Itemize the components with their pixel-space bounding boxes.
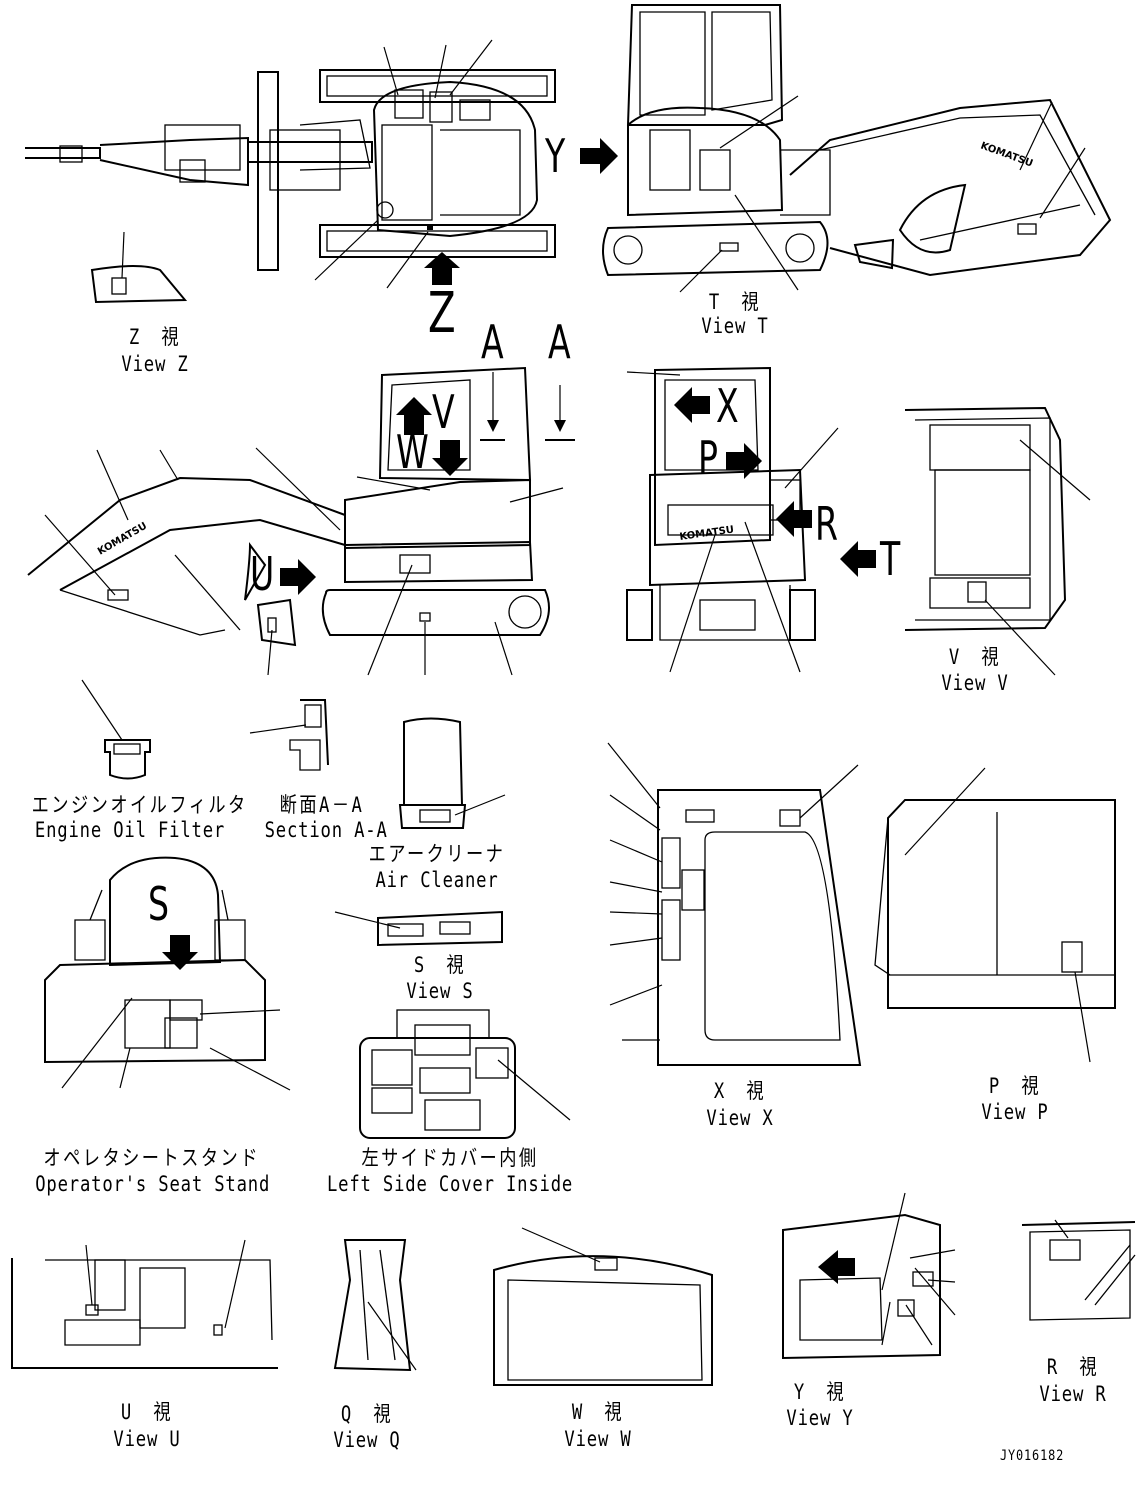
- seat-stand-label-en: Operator's Seat Stand: [35, 1172, 271, 1196]
- side-left-leaders: [44, 372, 566, 676]
- view-y-label-jp: Y 視: [793, 1380, 847, 1404]
- view-p-detail: [874, 767, 1116, 1063]
- section-aa-label-jp: 断面A－A: [279, 793, 365, 817]
- engine-oil-filter-detail: [81, 679, 151, 780]
- view-r-detail: [1021, 1219, 1136, 1321]
- view-w-label-en: View W: [564, 1427, 632, 1451]
- arrow-left-icon: [840, 541, 876, 577]
- view-s-label-en: View S: [406, 979, 474, 1003]
- top-view-machine: [25, 69, 556, 271]
- rear-view-leaders: [626, 371, 839, 673]
- view-t-label-jp: T 視: [708, 290, 762, 314]
- callout-s: S: [148, 877, 170, 931]
- view-z-label-en: View Z: [121, 352, 189, 376]
- view-x-label-en: View X: [706, 1106, 774, 1130]
- callout-v: V: [432, 385, 455, 439]
- air-cleaner-label-en: Air Cleaner: [375, 868, 499, 892]
- arrow-right-icon: [726, 443, 762, 479]
- brand-mark-top: KOMATSU: [979, 140, 1034, 169]
- seat-stand-detail: [44, 856, 291, 1091]
- view-s-detail: [334, 910, 503, 947]
- view-q-label-en: View Q: [333, 1428, 401, 1452]
- view-p-label-en: View P: [981, 1100, 1049, 1124]
- view-s-label-jp: S 視: [413, 953, 467, 977]
- callout-z: Z: [428, 281, 456, 346]
- arrow-up-icon: [424, 252, 460, 285]
- section-aa-detail: [249, 699, 329, 771]
- view-t-label-en: View T: [701, 314, 769, 338]
- brand-mark-rear: KOMATSU: [679, 524, 735, 543]
- view-w-label-jp: W 視: [571, 1400, 625, 1424]
- engine-oil-filter-label-en: Engine Oil Filter: [34, 818, 226, 842]
- arrow-up-icon: [396, 397, 432, 435]
- view-z-detail: [90, 231, 188, 304]
- side-view-leaders: [679, 95, 1086, 293]
- view-v-label-en: View V: [941, 671, 1009, 695]
- callout-t: T: [880, 532, 901, 586]
- callout-p: P: [698, 431, 718, 485]
- view-y-label-en: View Y: [786, 1406, 854, 1430]
- arrow-left-icon: [776, 501, 812, 537]
- callout-u: U: [250, 547, 275, 601]
- view-q-detail: [333, 1239, 417, 1372]
- arrow-right-icon: [580, 138, 618, 174]
- view-r-label-en: View R: [1039, 1382, 1107, 1406]
- drawing-code: JY016182: [1000, 1448, 1065, 1464]
- brand-mark-side: KOMATSU: [96, 521, 149, 558]
- engine-oil-filter-label-jp: エンジンオイルフィルタ: [31, 793, 248, 817]
- arrow-left-icon: [818, 1250, 855, 1284]
- seat-stand-label-jp: オペレタシートスタンド: [43, 1146, 260, 1170]
- arrow-right-icon: [280, 559, 316, 595]
- view-q-label-jp: Q 視: [340, 1402, 394, 1426]
- view-z-label-jp: Z 視: [128, 325, 182, 349]
- view-y-detail: [782, 1192, 956, 1360]
- air-cleaner-label-jp: エアークリーナ: [368, 842, 506, 866]
- view-x-label-jp: X 視: [713, 1079, 767, 1103]
- side-view-machine: KOMATSU: [602, 4, 1112, 277]
- callout-a-1: A: [481, 315, 504, 369]
- left-side-cover-detail: [359, 1009, 571, 1139]
- callout-a-2: A: [548, 315, 571, 369]
- view-x-detail: [607, 742, 862, 1066]
- callout-w: W: [396, 425, 429, 479]
- view-u-label-jp: U 視: [120, 1400, 174, 1424]
- view-v-label-jp: V 視: [948, 645, 1002, 669]
- arrow-down-icon: [162, 935, 198, 970]
- arrow-down-icon: [432, 440, 468, 476]
- view-u-detail: [11, 1239, 278, 1369]
- view-v-detail: [904, 406, 1091, 676]
- top-view-leaders: [314, 39, 493, 289]
- view-r-label-jp: R 視: [1046, 1355, 1100, 1379]
- view-p-label-jp: P 視: [988, 1074, 1042, 1098]
- view-w-detail: [493, 1227, 713, 1386]
- callout-x: X: [716, 379, 739, 433]
- arrow-left-icon: [674, 387, 710, 423]
- left-side-cover-label-en: Left Side Cover Inside: [327, 1172, 574, 1196]
- view-u-label-en: View U: [113, 1427, 181, 1451]
- callout-r: R: [815, 497, 839, 551]
- callout-y: Y: [545, 129, 566, 183]
- air-cleaner-detail: [398, 717, 506, 829]
- section-aa-label-en: Section A-A: [264, 818, 388, 842]
- left-side-cover-label-jp: 左サイドカバー内側: [361, 1146, 539, 1170]
